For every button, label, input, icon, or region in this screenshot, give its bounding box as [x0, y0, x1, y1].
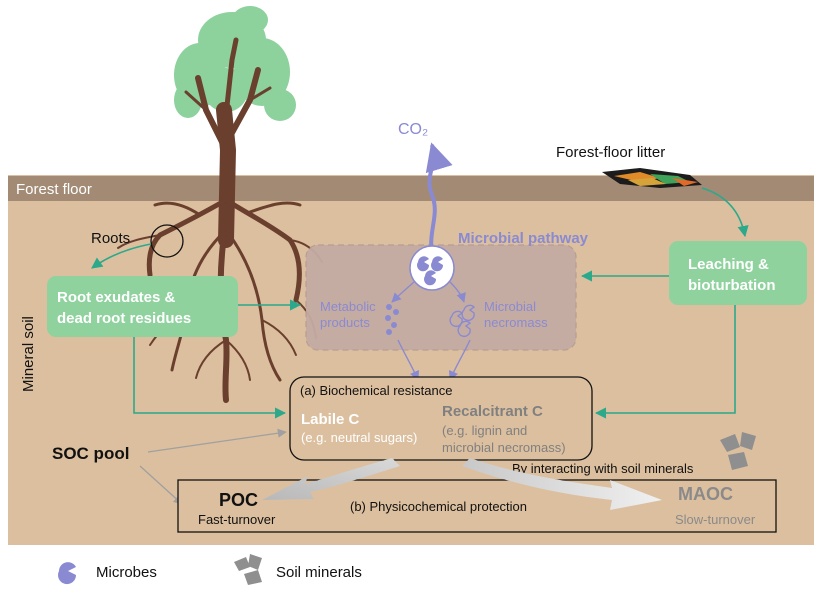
microbe-to-necromass-arrow	[449, 281, 466, 303]
labile-c-example: (e.g. neutral sugars)	[301, 430, 417, 445]
metabolic-dots-icon	[385, 304, 399, 335]
leaching-line1: Leaching &	[688, 256, 769, 273]
labile-to-poc-arrow	[262, 458, 400, 500]
labile-c-label: Labile C	[301, 411, 360, 428]
root-exudates-box	[47, 276, 238, 337]
leaching-line2: bioturbation	[688, 277, 775, 294]
mineral-soil-label: Mineral soil	[20, 316, 37, 392]
interacting-minerals-label: By interacting with soil minerals	[512, 461, 694, 476]
biochemical-resistance-box	[289, 376, 593, 461]
exudates-to-biochem-arrow	[133, 337, 287, 419]
biochemical-resistance-title: (a) Biochemical resistance	[300, 383, 452, 398]
metabolic-products-line1: Metabolic	[320, 299, 376, 314]
recalcitrant-c-example-line2: microbial necromass)	[442, 440, 566, 455]
forest-floor-litter-label: Forest-floor litter	[556, 144, 665, 161]
legend: Microbes Soil minerals	[58, 554, 362, 585]
microbial-pathway-title: Microbial pathway	[458, 230, 589, 247]
tree-trunk	[184, 37, 272, 248]
roots-label: Roots	[91, 230, 130, 247]
recalcitrant-c-example-line1: (e.g. lignin and	[442, 423, 527, 438]
soil-mineral-cluster-icon	[720, 432, 756, 470]
physicochemical-protection-box	[177, 479, 777, 533]
litter-to-leaching-arrow	[701, 187, 749, 238]
co2-arrow	[425, 142, 453, 256]
metabolic-products-line2: products	[320, 315, 370, 330]
poc-label: POC	[219, 490, 258, 510]
leaf-litter-icon	[602, 168, 702, 188]
microbial-pathway-box	[305, 244, 577, 351]
microbial-necromass-line2: necromass	[484, 315, 548, 330]
forest-floor-label: Forest floor	[16, 181, 92, 198]
soc-to-physicochem-arrow	[139, 465, 183, 505]
microbe-cluster-icon	[409, 245, 455, 291]
tree-icon	[117, 6, 323, 403]
soc-to-biochem-arrow	[147, 428, 287, 453]
maoc-label: MAOC	[678, 484, 733, 504]
microbial-necromass-line1: Microbial	[484, 299, 536, 314]
microbe-to-metabolic-arrow	[391, 281, 415, 303]
roots-to-exudates-arrow	[91, 243, 152, 269]
recalcitrant-c-label: Recalcitrant C	[442, 403, 543, 420]
legend-soil-minerals-label: Soil minerals	[276, 564, 362, 581]
fast-turnover-label: Fast-turnover	[198, 512, 276, 527]
leaching-box	[669, 241, 807, 305]
recalcitrant-to-maoc-arrow	[462, 458, 662, 510]
root-exudates-line2: dead root residues	[57, 310, 191, 327]
leaching-to-biochem-arrow	[594, 305, 736, 419]
necromass-icon	[449, 304, 476, 337]
root-exudates-line1: Root exudates &	[57, 289, 176, 306]
slow-turnover-label: Slow-turnover	[675, 512, 756, 527]
co2-label: CO₂	[398, 121, 428, 138]
soil-mineral-legend-icon	[234, 554, 262, 585]
roots-highlight-circle	[150, 224, 184, 258]
legend-microbes-label: Microbes	[96, 564, 157, 581]
soc-pool-label: SOC pool	[52, 444, 129, 463]
microbe-legend-icon	[58, 562, 77, 585]
tree-canopy	[174, 6, 296, 121]
physicochemical-protection-title: (b) Physicochemical protection	[350, 499, 527, 514]
